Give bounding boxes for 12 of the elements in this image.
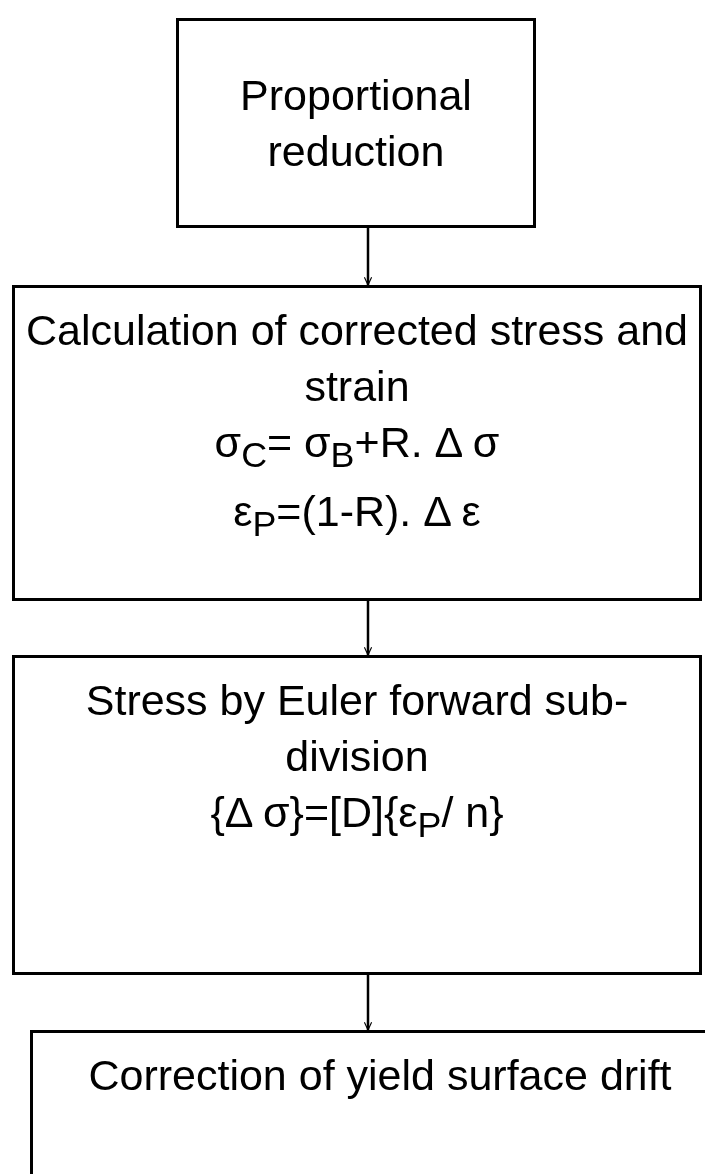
step-text: Stress by Euler forward sub-division bbox=[84, 675, 630, 782]
arrow bbox=[363, 228, 373, 286]
arrow bbox=[363, 975, 373, 1031]
step-text: Proportional reduction bbox=[239, 70, 473, 177]
process-box bbox=[12, 655, 702, 975]
step-text: Correction of yield surface drift bbox=[88, 1050, 672, 1101]
process-box bbox=[176, 18, 536, 228]
formula-text: σ$_{C}$= σ$_{B}$+R. Δ σ bbox=[214, 417, 500, 477]
formula-text: {Δ σ}=[D]{ε$_{P}$/ n} bbox=[210, 787, 504, 847]
formula-text: ε$_{P}$=(1-R). Δ ε bbox=[233, 485, 481, 546]
process-box bbox=[12, 285, 702, 601]
arrow bbox=[363, 601, 373, 656]
